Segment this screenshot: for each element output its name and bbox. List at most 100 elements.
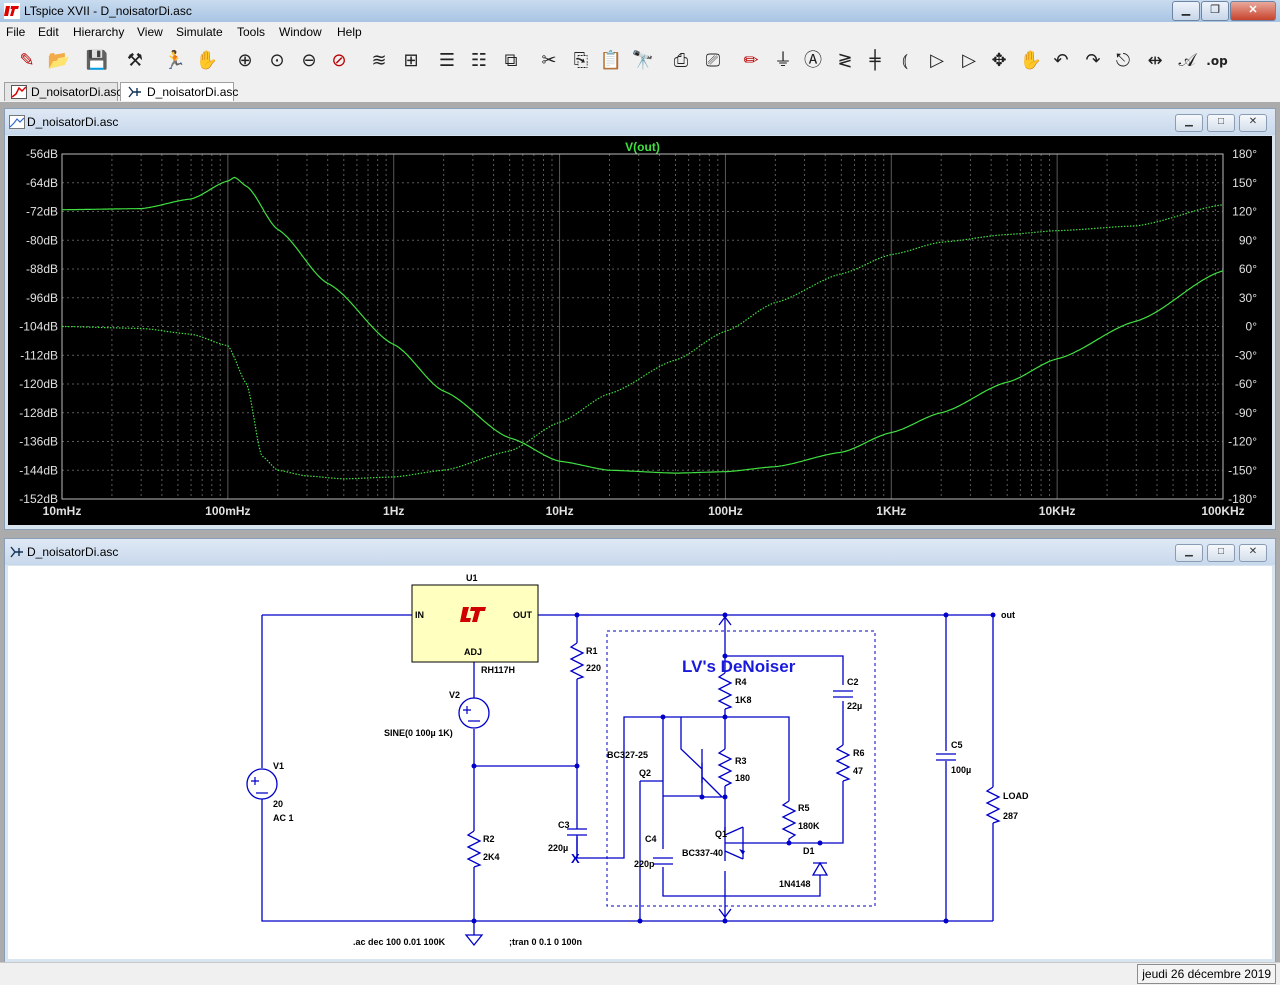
move-icon[interactable]: ✥ <box>991 50 1007 71</box>
plot-maximize-button[interactable]: □ <box>1207 114 1235 132</box>
y-tick-label-right: -120° <box>1228 435 1257 449</box>
print-setup-icon[interactable]: ⎚ <box>705 50 721 71</box>
label-net-icon[interactable]: Ⓐ <box>804 50 822 71</box>
q1-value: BC337-40 <box>682 848 723 858</box>
r1-value: 220 <box>586 663 601 673</box>
r1-ref: R1 <box>586 646 598 656</box>
ltspice-logo-icon <box>4 3 20 19</box>
spice-directive-icon[interactable]: .op <box>1206 54 1228 68</box>
directive-ac: .ac dec 100 0.01 100K <box>353 937 446 947</box>
bode-plot[interactable]: -56dB-64dB-72dB-80dB-88dB-96dB-104dB-112… <box>8 136 1272 525</box>
y-tick-label-right: -30° <box>1235 348 1257 362</box>
schematic-icon <box>10 546 23 558</box>
capacitor-icon[interactable]: ╪ <box>869 50 881 71</box>
regulator-body <box>411 584 539 663</box>
halt-icon[interactable]: ✋ <box>195 50 219 71</box>
schematic-close-button[interactable]: ✕ <box>1239 544 1267 562</box>
zoom-cancel-icon[interactable]: ⊘ <box>331 50 347 71</box>
component-icon[interactable]: ▷ <box>962 50 976 71</box>
window-title: LTspice XVII - D_noisatorDi.asc <box>24 4 192 18</box>
diode-icon[interactable]: ▷ <box>930 50 944 71</box>
plot-minimize-button[interactable]: ▁ <box>1175 114 1203 132</box>
draw-wire-icon[interactable]: ✏ <box>743 50 759 71</box>
tab-label: D_noisatorDi.asc <box>147 85 239 99</box>
r2-value: 2K4 <box>483 852 500 862</box>
cascade-icon[interactable]: ⧉ <box>504 50 518 71</box>
autorange-icon[interactable]: ≋ <box>371 50 387 71</box>
r5-value: 180K <box>798 821 820 831</box>
waveform-icon <box>9 115 25 129</box>
v1-value: 20 <box>273 799 283 809</box>
tab-schematic[interactable]: D_noisatorDi.asc <box>120 82 238 101</box>
y-tick-label-left: -144dB <box>19 463 58 477</box>
ground-icon[interactable]: ⏚ <box>774 50 792 71</box>
c3-value: 220µ <box>548 843 568 853</box>
print-icon[interactable]: ⎙ <box>673 50 689 71</box>
menu-edit[interactable]: Edit <box>38 25 59 39</box>
zoom-pan-icon[interactable]: ⊙ <box>269 50 285 71</box>
schematic-minimize-button[interactable]: ▁ <box>1175 544 1203 562</box>
c4-ref: C4 <box>645 834 657 844</box>
waveform-window-titlebar: D_noisatorDi.asc ▁ □ ✕ <box>5 109 1275 135</box>
r3-value: 180 <box>735 773 750 783</box>
mirror-icon[interactable]: ⇹ <box>1147 50 1163 71</box>
menu-window[interactable]: Window <box>279 25 322 39</box>
c4-value: 220p <box>634 859 655 869</box>
paste-icon[interactable]: 📋 <box>599 50 623 71</box>
plot-close-button[interactable]: ✕ <box>1239 114 1267 132</box>
tile-horizontal-icon[interactable]: ☷ <box>470 50 488 71</box>
waveform-icon <box>11 85 27 99</box>
y-tick-label-right: 90° <box>1239 233 1257 247</box>
q2-value: BC327-25 <box>607 750 648 760</box>
x-tick-label: 100Hz <box>708 504 743 518</box>
text-icon[interactable]: 𝒜 <box>1178 50 1196 71</box>
chart-title: V(out) <box>625 140 660 154</box>
menu-file[interactable]: File <box>6 25 26 39</box>
schematic-maximize-button[interactable]: □ <box>1207 544 1235 562</box>
u1-pin-in: IN <box>415 610 424 620</box>
menu-hierarchy[interactable]: Hierarchy <box>73 25 125 39</box>
drag-icon[interactable]: ✋ <box>1019 50 1043 71</box>
tab-waveform[interactable]: D_noisatorDi.asc <box>4 82 122 101</box>
y-tick-label-left: -96dB <box>26 291 58 305</box>
close-button[interactable]: ✕ <box>1230 1 1276 21</box>
tile-vertical-icon[interactable]: ☰ <box>438 50 456 71</box>
net-label-out: out <box>1001 610 1015 620</box>
zoom-out-icon[interactable]: ⊖ <box>301 50 317 71</box>
menu-simulate[interactable]: Simulate <box>176 25 223 39</box>
status-date: jeudi 26 décembre 2019 <box>1137 964 1276 984</box>
c5-value: 100µ <box>951 765 971 775</box>
menu-tools[interactable]: Tools <box>237 25 266 39</box>
menu-help[interactable]: Help <box>337 25 362 39</box>
v2-value: SINE(0 100µ 1K) <box>384 728 453 738</box>
minimize-button[interactable]: ▁ <box>1172 1 1200 21</box>
y-tick-label-left: -120dB <box>19 377 58 391</box>
copy-icon[interactable]: ⎘ <box>573 50 589 71</box>
rotate-icon[interactable]: ⎋ <box>1115 50 1131 71</box>
schematic-canvas[interactable]: U1 IN OUT ADJ RH117H out V1 20 AC 1 V2 S… <box>8 566 1272 959</box>
run-icon[interactable]: 🏃 <box>163 50 187 71</box>
cut-icon[interactable]: ✂ <box>541 50 557 71</box>
inductor-icon[interactable]: ⦅ <box>902 50 908 71</box>
menu-bar: File Edit Hierarchy View Simulate Tools … <box>0 22 1280 42</box>
view-fft-icon[interactable]: ⊞ <box>403 50 419 71</box>
menu-view[interactable]: View <box>137 25 163 39</box>
r6-value: 47 <box>853 766 863 776</box>
app-titlebar: LTspice XVII - D_noisatorDi.asc ▁ ❐ ✕ <box>0 0 1280 23</box>
open-icon[interactable]: 📂 <box>47 50 71 71</box>
y-tick-label-left: -80dB <box>26 233 58 247</box>
zoom-in-icon[interactable]: ⊕ <box>237 50 253 71</box>
new-schematic-icon[interactable]: ✎ <box>19 50 35 71</box>
save-icon[interactable]: 💾 <box>85 50 109 71</box>
restore-button[interactable]: ❐ <box>1201 1 1229 21</box>
redo-icon[interactable]: ↷ <box>1085 50 1101 71</box>
control-panel-icon[interactable]: ⚒ <box>126 50 144 71</box>
c3-ref: C3 <box>558 820 570 830</box>
find-icon[interactable]: 🔭 <box>631 50 655 71</box>
d1-ref: D1 <box>803 846 815 856</box>
q1-ref: Q1 <box>715 829 727 839</box>
resistor-icon[interactable]: ≷ <box>837 50 853 71</box>
waveform-window: D_noisatorDi.asc ▁ □ ✕ -56dB-64dB-72dB-8… <box>4 108 1276 530</box>
undo-icon[interactable]: ↶ <box>1053 50 1069 71</box>
r2-ref: R2 <box>483 834 495 844</box>
